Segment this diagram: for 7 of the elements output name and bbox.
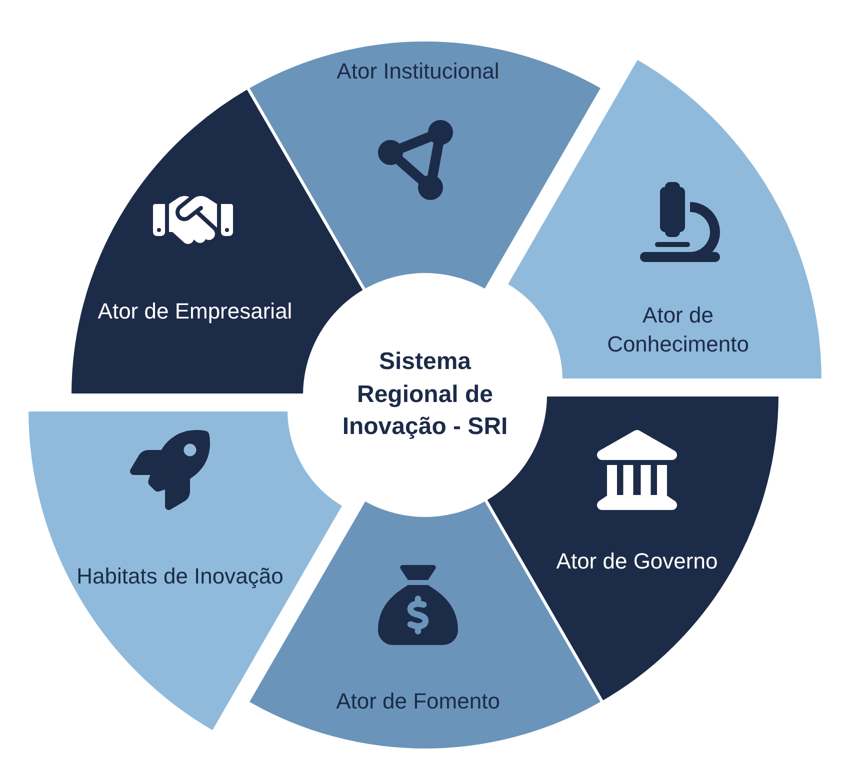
segment-label: Habitats de Inovação: [76, 562, 284, 591]
segment-label: Ator de Empresarial: [96, 298, 294, 326]
center-title: Sistema Regional de Inovação - SRI: [341, 347, 509, 442]
segment-label: Ator de Governo: [555, 548, 719, 576]
segment-label: Ator de Fomento: [335, 688, 501, 716]
segment-label: Ator de Conhecimento: [606, 301, 750, 358]
segment-label: Ator Institucional: [336, 58, 500, 86]
